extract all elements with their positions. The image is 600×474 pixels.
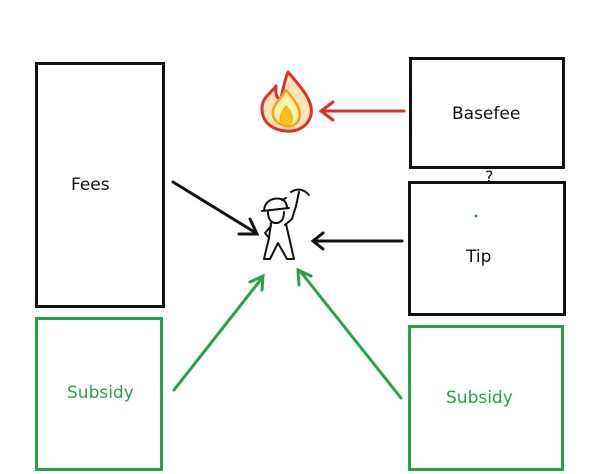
fees-label: Fees [71,175,110,195]
arrow-subsidy-left-to-miner [172,273,265,392]
question-mark: ? [485,167,494,186]
subsidy-left-box [35,317,163,471]
arrow-basefee-to-burn [318,100,406,122]
fees-box [35,62,165,308]
arrow-tip-to-miner [310,231,404,251]
tip-label: Tip [466,247,492,267]
tip-box [408,181,566,316]
arrow-subsidy-right-to-miner [296,267,403,400]
subsidy-left-label: Subsidy [67,383,134,403]
dot-mark [474,214,478,218]
fire-icon [260,70,313,133]
arrow-fees-to-miner [171,180,260,236]
subsidy-right-label: Subsidy [446,388,513,408]
basefee-label: Basefee [452,104,521,124]
miner-icon [261,188,310,260]
subsidy-right-box [408,325,564,471]
basefee-box [409,57,565,169]
